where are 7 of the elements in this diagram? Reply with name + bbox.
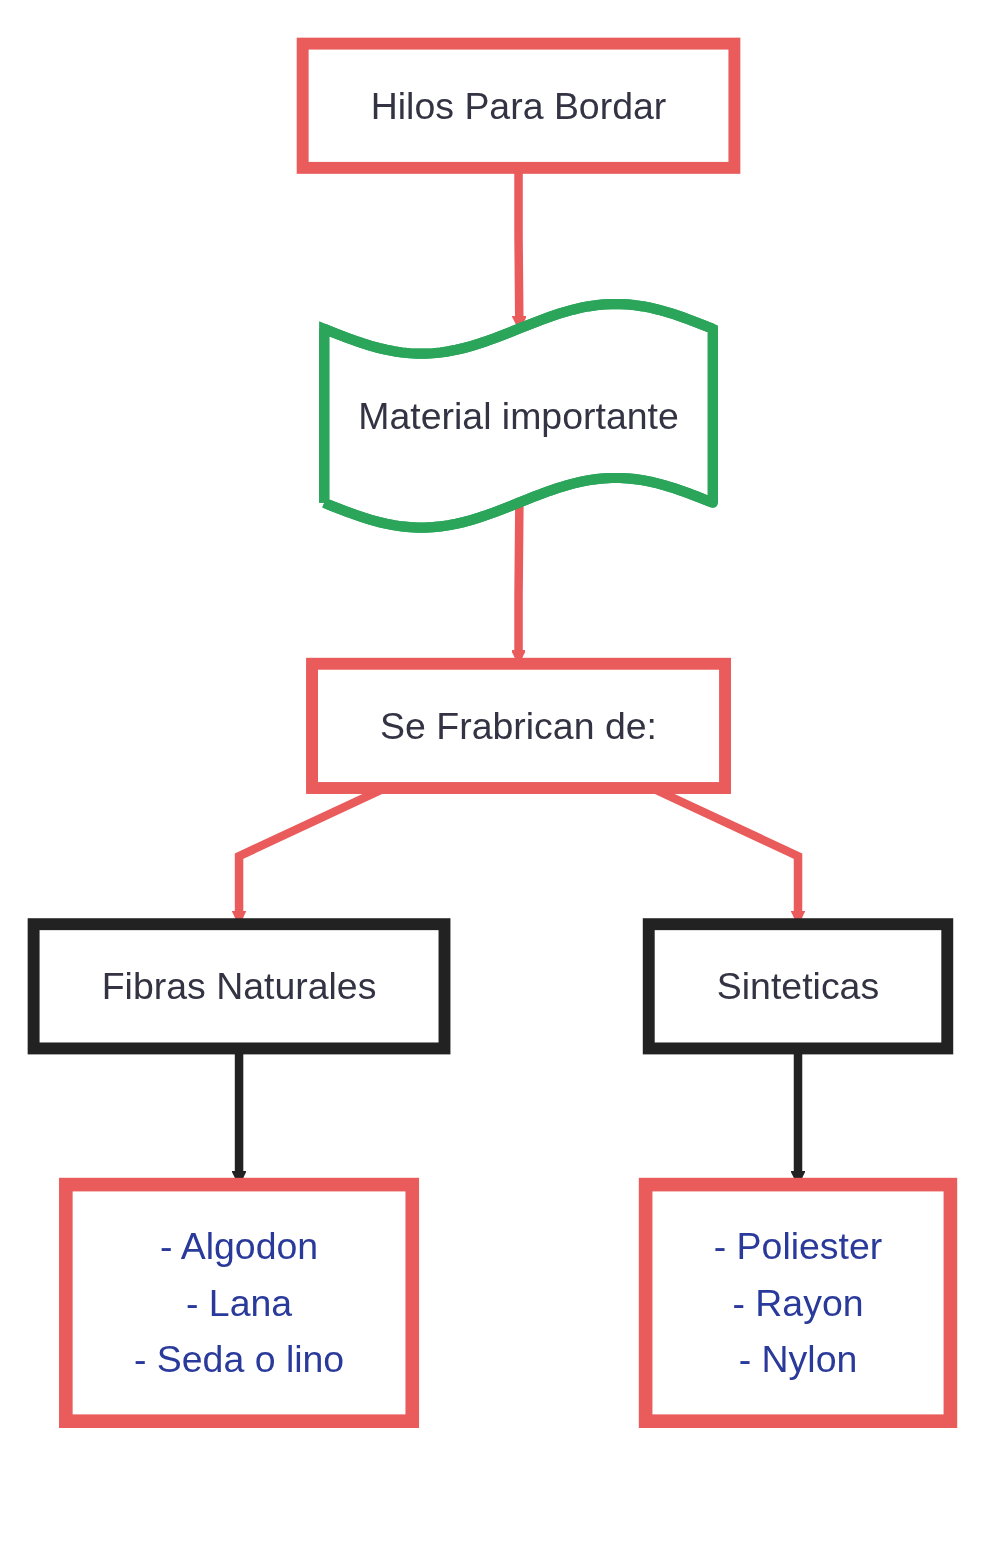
- node-box: Sinteticas: [642, 918, 954, 1055]
- node-box: Hilos Para Bordar: [296, 37, 741, 174]
- node-box: - Algodon - Lana - Seda o lino: [59, 1177, 420, 1428]
- wavy-banner: Material importante: [319, 298, 718, 533]
- node-box: Se Frabrican de:: [306, 657, 731, 794]
- node-box: - Poliester - Rayon - Nylon: [638, 1177, 958, 1428]
- node-box: Fibras Naturales: [27, 918, 451, 1055]
